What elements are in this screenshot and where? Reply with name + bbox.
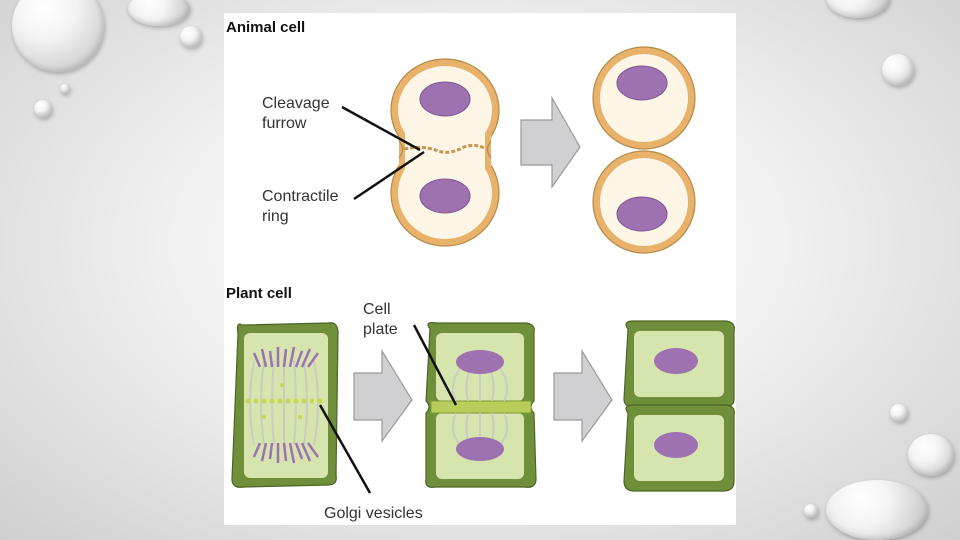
contractile-ring bbox=[403, 143, 487, 154]
plant-arrow-2-icon bbox=[553, 348, 613, 443]
chromosomes-1 bbox=[252, 346, 320, 464]
cleavage-furrow-label-2: furrow bbox=[262, 115, 307, 132]
water-drop bbox=[908, 434, 954, 476]
water-drop bbox=[34, 100, 52, 118]
animal-daughter-cells bbox=[592, 46, 696, 254]
plant-cell-2 bbox=[425, 322, 537, 488]
water-drop bbox=[826, 480, 928, 540]
golgi-vesicles-pointer bbox=[318, 404, 372, 494]
water-drop bbox=[826, 0, 890, 18]
plant-cell-title: Plant cell bbox=[226, 285, 292, 302]
water-drop bbox=[882, 54, 914, 86]
furrow-edge-right bbox=[486, 140, 492, 159]
animal-cell-dividing bbox=[384, 58, 506, 247]
water-drop bbox=[12, 0, 104, 72]
daughter-nucleus-lower bbox=[616, 196, 668, 232]
cell-plate-label-2: plate bbox=[363, 321, 398, 338]
water-drop bbox=[128, 0, 190, 26]
furrow-edge-left bbox=[398, 140, 404, 159]
nucleus-forming-lower bbox=[456, 437, 504, 461]
animal-arrow-icon bbox=[520, 95, 581, 189]
furrow-notch-right bbox=[491, 139, 506, 161]
cell-plate-pointer bbox=[412, 324, 458, 406]
cell-plate bbox=[430, 400, 532, 414]
contractile-ring-label-2: ring bbox=[262, 208, 289, 225]
golgi-vesicles-label: Golgi vesicles bbox=[324, 505, 423, 522]
cytokinesis-figure: Animal cell Plant cell Cleavage furrow C… bbox=[224, 13, 736, 525]
cytokinesis-diagram: Animal cell Plant cell Cleavage furrow C… bbox=[226, 19, 735, 522]
contractile-ring-label-1: Contractile bbox=[262, 188, 339, 205]
water-drop bbox=[60, 84, 70, 94]
water-drop bbox=[180, 26, 202, 48]
animal-cell-title: Animal cell bbox=[226, 19, 305, 36]
plant-daughter-nucleus-lower bbox=[654, 432, 698, 458]
cell-plate-label-1: Cell bbox=[363, 301, 391, 318]
contractile-ring-pointer bbox=[353, 150, 425, 201]
furrow-notch-left bbox=[384, 139, 399, 161]
nucleus-upper bbox=[419, 81, 471, 117]
nucleus-lower bbox=[419, 178, 471, 214]
plant-arrow-1-icon bbox=[353, 348, 413, 443]
nucleus-forming-upper bbox=[456, 350, 504, 374]
cleavage-furrow-pointer bbox=[341, 105, 421, 152]
water-drop bbox=[890, 404, 908, 422]
golgi-vesicles-dots bbox=[245, 383, 323, 419]
water-drop bbox=[804, 504, 818, 518]
plant-cell-1 bbox=[231, 322, 339, 488]
plant-daughter-nucleus-upper bbox=[654, 348, 698, 374]
plant-cell-1-cytoplasm bbox=[244, 333, 328, 478]
plant-daughter-cells bbox=[623, 320, 735, 492]
animal-cytoplasm-waist bbox=[405, 125, 485, 175]
cleavage-furrow-label-1: Cleavage bbox=[262, 95, 330, 112]
daughter-nucleus-upper bbox=[616, 65, 668, 101]
